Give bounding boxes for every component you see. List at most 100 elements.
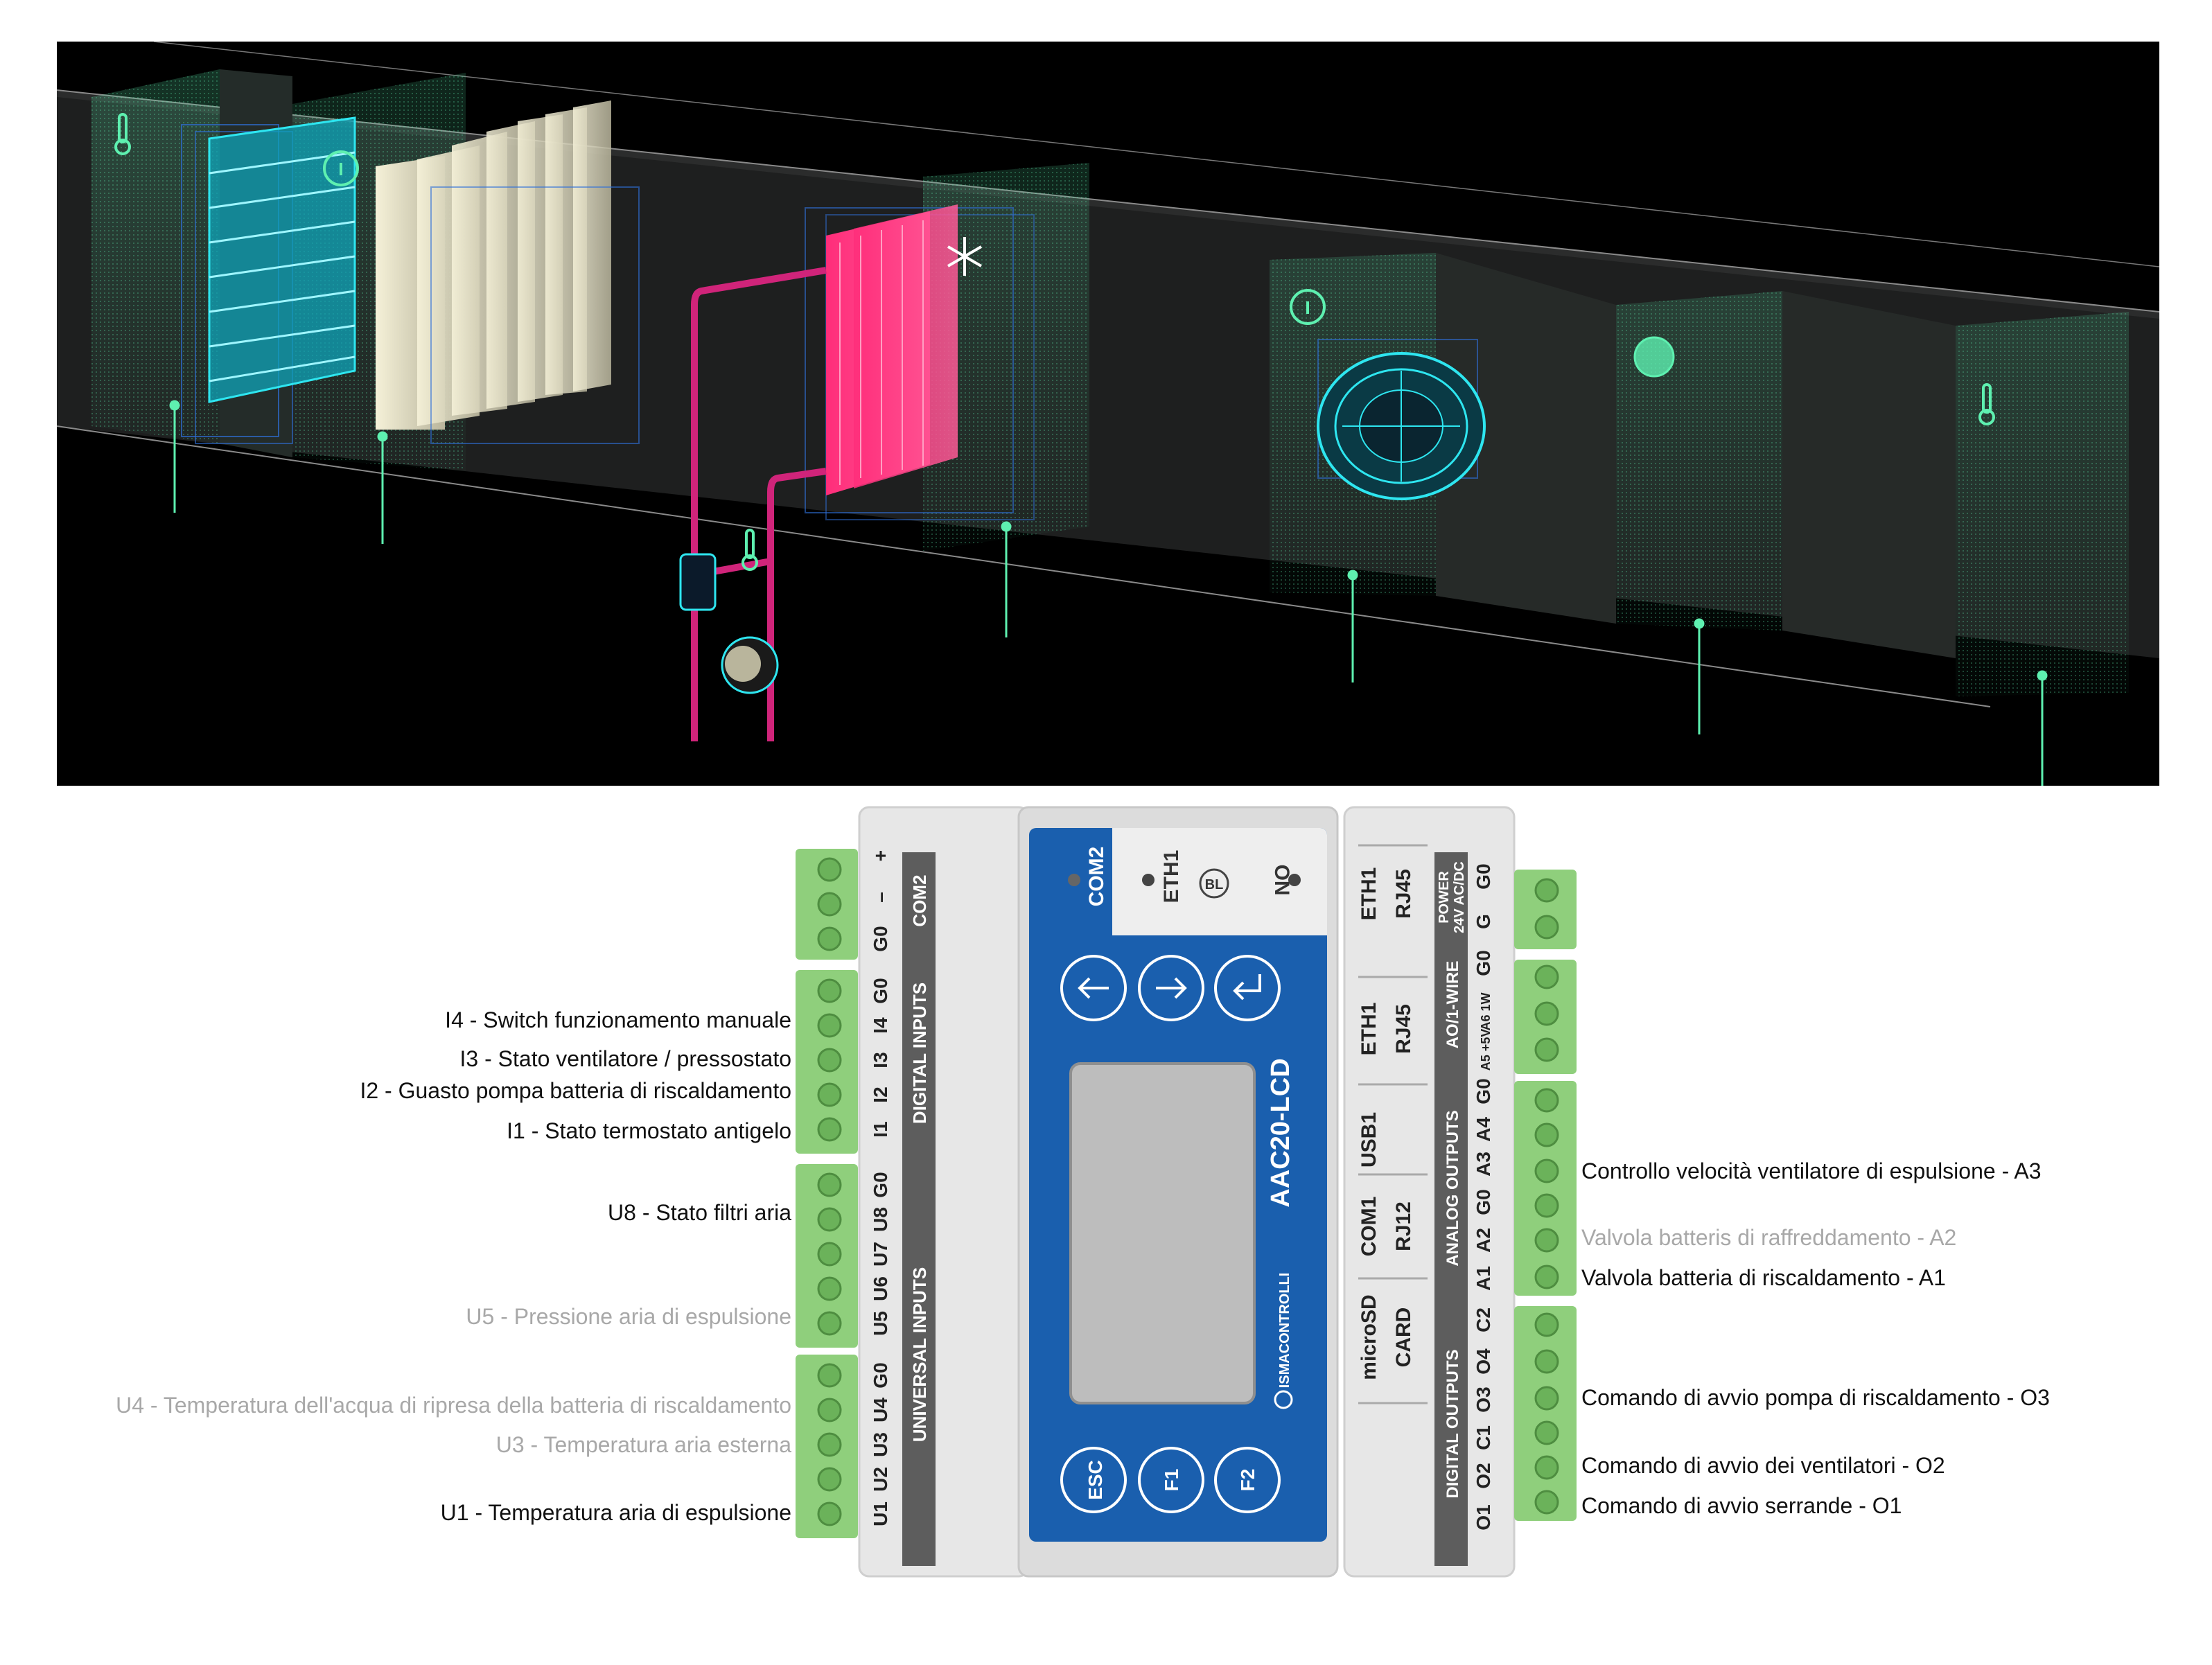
f2-button[interactable]: F2 — [1214, 1447, 1281, 1513]
label-u1: U1 - Temperatura aria di espulsione — [440, 1500, 791, 1525]
port-com1: COM1 — [1358, 1197, 1380, 1257]
terminal-label: G0 — [1473, 950, 1494, 976]
terminal-label: U5 — [870, 1311, 891, 1336]
terminal-label: G — [1473, 914, 1494, 929]
esc-button[interactable]: ESC — [1060, 1447, 1127, 1513]
model-label: AAC20-LCD — [1266, 1058, 1295, 1207]
on-led — [1288, 874, 1301, 886]
terminal-label: G0 — [1473, 1189, 1494, 1215]
label-o3: Comando di avvio pompa di riscaldamento … — [1581, 1385, 2050, 1410]
port-microsd: microSD — [1358, 1294, 1380, 1380]
terminal-label: G0 — [1473, 863, 1494, 889]
section-power-voltage: 24V AC/DC — [1452, 861, 1467, 933]
left-arrow-button[interactable] — [1060, 955, 1127, 1021]
terminal-label: U6 — [870, 1276, 891, 1301]
com2-led-label: COM2 — [1085, 847, 1108, 907]
pressure-sensor-icon — [323, 150, 359, 186]
label-o2: Comando di avvio dei ventilatori - O2 — [1581, 1453, 1945, 1478]
eth1-led-label: ETH1 — [1160, 850, 1183, 904]
pressure-sensor-icon — [1290, 289, 1326, 325]
svg-text:F1: F1 — [1161, 1469, 1182, 1492]
section-outlet — [1956, 312, 2129, 696]
terminal-label: + — [870, 850, 891, 861]
terminal-block-universal-b — [796, 1355, 858, 1538]
label-i4: I4 - Switch funzionamento manuale — [445, 1007, 791, 1032]
terminal-label: A1 — [1473, 1266, 1494, 1291]
terminal-label: G0 — [1473, 1078, 1494, 1104]
pump — [679, 553, 779, 694]
terminal-label: O4 — [1473, 1348, 1494, 1375]
damper-louvers — [181, 116, 356, 444]
terminal-label: A5 +5V — [1479, 1029, 1493, 1071]
label-i2: I2 - Guasto pompa batteria di riscaldame… — [360, 1078, 791, 1103]
label-u5: U5 - Pressione aria di espulsione — [466, 1304, 791, 1329]
ahu-duct-illustration — [57, 42, 2159, 786]
label-i1: I1 - Stato termostato antigelo — [507, 1118, 791, 1143]
port-com1-rj: RJ12 — [1392, 1201, 1415, 1251]
port-eth1-top: ETH1 — [1358, 867, 1380, 921]
on-led-label: ON — [1270, 865, 1293, 896]
supply-fan — [1317, 339, 1486, 500]
terminal-label: U8 — [870, 1207, 891, 1232]
terminal-label: U7 — [870, 1242, 891, 1267]
terminal-label: A4 — [1473, 1117, 1494, 1142]
terminal-block-power — [1514, 870, 1577, 949]
snowflake-icon — [947, 237, 983, 276]
terminal-label: G0 — [870, 978, 891, 1003]
terminal-block-ao-1wire — [1514, 960, 1577, 1074]
bag-filter — [376, 100, 640, 444]
terminal-label: U4 — [870, 1398, 891, 1422]
temperature-sensor-icon — [1978, 383, 1995, 425]
terminal-label: G0 — [870, 926, 891, 951]
terminal-label: O1 — [1473, 1504, 1494, 1530]
temperature-sensor-icon — [114, 113, 131, 155]
bl-label: BL — [1205, 877, 1224, 892]
label-u4: U4 - Temperatura dell'acqua di ripresa d… — [116, 1393, 791, 1418]
terminal-label: U1 — [870, 1501, 891, 1526]
svg-text:F2: F2 — [1237, 1469, 1258, 1492]
label-a2: Valvola batteris di raffreddamento - A2 — [1581, 1225, 1957, 1250]
svg-text:ESC: ESC — [1085, 1460, 1106, 1500]
temperature-sensor-icon — [741, 529, 758, 571]
cooling-coil — [805, 204, 1035, 520]
terminal-label: A6 1W — [1479, 992, 1493, 1030]
right-arrow-button[interactable] — [1138, 955, 1204, 1021]
terminal-block-analog-outputs — [1514, 1081, 1577, 1296]
terminal-block-digital-outputs — [1514, 1306, 1577, 1521]
com2-led — [1068, 874, 1080, 886]
terminal-label: C1 — [1473, 1425, 1494, 1450]
section-com2: COM2 — [909, 874, 930, 926]
terminal-label: U2 — [870, 1467, 891, 1492]
terminal-label: I1 — [870, 1121, 891, 1137]
eth1-led — [1142, 874, 1155, 886]
section-digital-inputs: DIGITAL INPUTS — [909, 983, 930, 1124]
port-eth1-top-rj: RJ45 — [1392, 869, 1415, 919]
brand-label: ISMACONTROLLI — [1277, 1273, 1292, 1389]
f1-button[interactable]: F1 — [1138, 1447, 1204, 1513]
pressure-sensor-icon — [1633, 336, 1675, 378]
enter-button[interactable] — [1214, 955, 1281, 1021]
label-a3: Controllo velocità ventilatore di espuls… — [1581, 1159, 2042, 1183]
port-microsd-card: CARD — [1392, 1307, 1415, 1368]
terminal-label: U3 — [870, 1432, 891, 1457]
terminal-label: G0 — [870, 1172, 891, 1197]
bl-badge — [1199, 868, 1229, 899]
terminal-block-universal-a — [796, 1164, 858, 1348]
brand-logo-icon — [1274, 1390, 1293, 1409]
section-ao-1wire: AO/1-WIRE — [1443, 961, 1462, 1049]
lcd-screen — [1069, 1062, 1256, 1404]
terminal-block-com2 — [796, 849, 858, 960]
terminal-block-digital-inputs — [796, 970, 858, 1154]
terminal-label: G0 — [870, 1362, 891, 1388]
sensor-drop-lines — [169, 400, 2048, 786]
port-eth1-bottom: ETH1 — [1358, 1003, 1380, 1056]
section-universal-inputs: UNIVERSAL INPUTS — [909, 1267, 930, 1442]
terminal-label: I4 — [870, 1017, 891, 1034]
terminal-label: C2 — [1473, 1307, 1494, 1332]
port-usb1: USB1 — [1358, 1112, 1380, 1168]
label-u8: U8 - Stato filtri aria — [608, 1200, 791, 1225]
terminal-label: O2 — [1473, 1463, 1494, 1488]
label-a1: Valvola batteria di riscaldamento - A1 — [1581, 1265, 1946, 1290]
port-eth1-bottom-rj: RJ45 — [1392, 1004, 1415, 1054]
